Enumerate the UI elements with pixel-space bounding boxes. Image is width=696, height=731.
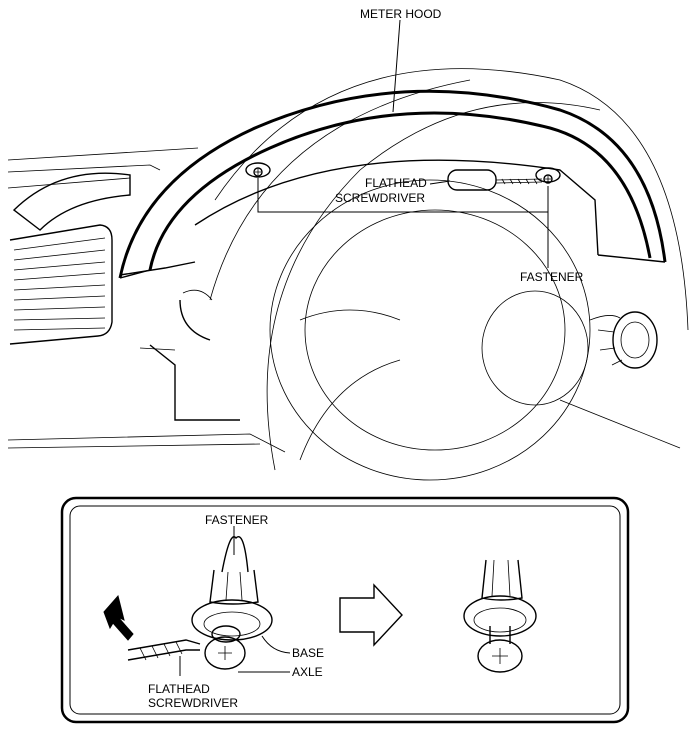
lift-arrow	[103, 594, 134, 641]
flathead-screwdriver-main	[447, 169, 543, 191]
meter-hood-label: METER HOOD	[360, 7, 442, 21]
fastener-label-detail: FASTENER	[205, 513, 269, 527]
fastener-left	[245, 162, 271, 178]
screwdriver-label-detail-line2: SCREWDRIVER	[148, 696, 238, 710]
flathead-screwdriver-detail	[127, 639, 201, 661]
axle-label: AXLE	[292, 665, 323, 679]
base-label: BASE	[292, 646, 324, 660]
direction-arrow	[339, 583, 403, 647]
meter-hood-leader	[392, 19, 401, 113]
screwdriver-label-detail-line1: FLATHEAD	[148, 682, 210, 696]
fastener-bracket-leader	[257, 178, 549, 268]
base-leader	[261, 635, 291, 654]
dashboard-illustration	[7, 68, 689, 481]
fastener-detail-after	[463, 559, 537, 673]
screwdriver-label-main-line1: FLATHEAD	[365, 176, 427, 190]
fastener-right	[535, 167, 561, 184]
screwdriver-label-main-line2: SCREWDRIVER	[335, 191, 425, 205]
detail-inset	[60, 496, 630, 724]
meter-hood	[118, 89, 667, 279]
ignition-knob	[589, 311, 658, 369]
fastener-detail-before	[191, 536, 273, 670]
air-vent	[9, 172, 131, 345]
steering-wheel	[269, 179, 681, 481]
screwdriver-leader-main	[429, 180, 451, 185]
fastener-label-main: FASTENER	[520, 270, 584, 284]
